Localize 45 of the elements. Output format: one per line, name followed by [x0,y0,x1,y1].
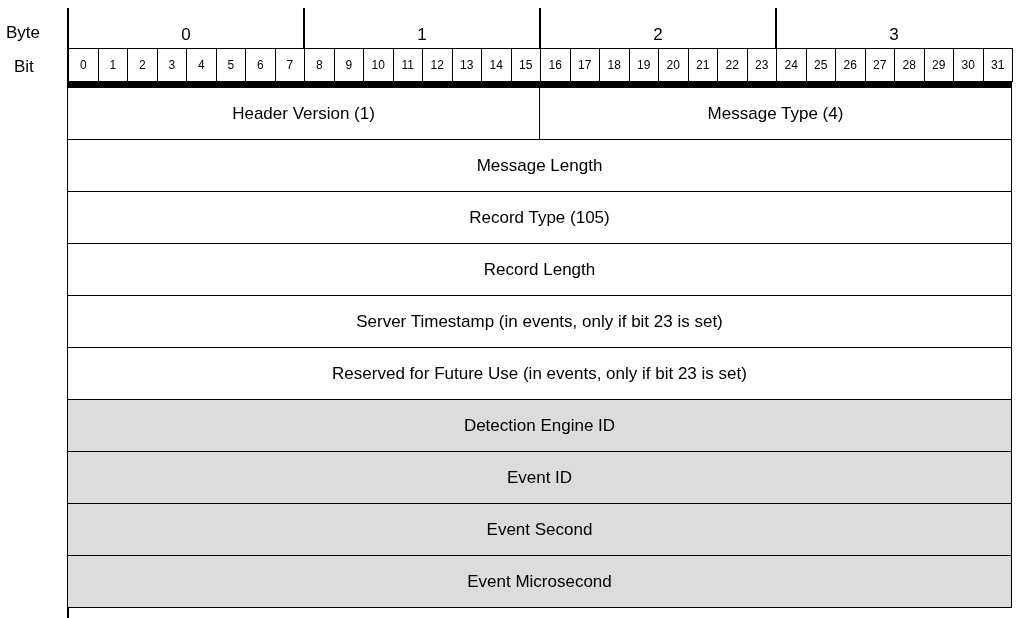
bit-number-cell: 30 [953,48,984,82]
field-label: Record Type (105) [469,206,610,229]
field-label: Detection Engine ID [463,414,616,437]
bit-number-cell: 4 [186,48,217,82]
bit-number-cell: 12 [422,48,453,82]
field-label: Server Timestamp (in events, only if bit 23 is set) [356,310,723,333]
byte-number: 1 [416,26,428,43]
field-box [68,348,1012,400]
bit-number-cell: 18 [599,48,630,82]
field-label: Event Microsecond [467,570,612,593]
field-box [68,556,1012,608]
bit-number-cell: 28 [894,48,925,82]
field-box [68,452,1012,504]
bit-number-cell: 2 [127,48,158,82]
field-box [68,140,1012,192]
byte-number: 3 [888,26,900,43]
field-box [68,192,1012,244]
byte-number: 2 [652,26,664,43]
field-label: Event ID [506,466,573,489]
axis-label: Bit [14,58,34,75]
bit-number-cell: 10 [363,48,394,82]
bit-number-cell: 6 [245,48,276,82]
field-box [540,88,1012,140]
bit-number-cell: 16 [540,48,571,82]
field-label: Message Type (4) [707,102,844,125]
field-box [68,88,540,140]
field-box [68,244,1012,296]
bit-number-cell: 31 [982,48,1013,82]
axis-label: Byte [6,24,41,41]
bit-number-cell: 24 [776,48,807,82]
field-label: Message Length [476,154,603,177]
field-label: Event Second [486,518,593,541]
bit-number-cell: 20 [658,48,689,82]
bit-number-cell: 26 [835,48,866,82]
field-label: Reserved for Future Use (in events, only if bit 23 is set) [332,362,747,385]
bit-number-cell: 8 [304,48,335,82]
bit-number-cell: 0 [68,48,99,82]
bit-number-cell: 22 [717,48,748,82]
field-box [68,504,1012,556]
field-box [68,296,1012,348]
field-label: Header Version (1) [232,102,375,125]
field-label: Record Length [483,258,596,281]
byte-number: 0 [180,26,192,43]
bit-number-cell: 14 [481,48,512,82]
field-box [68,400,1012,452]
